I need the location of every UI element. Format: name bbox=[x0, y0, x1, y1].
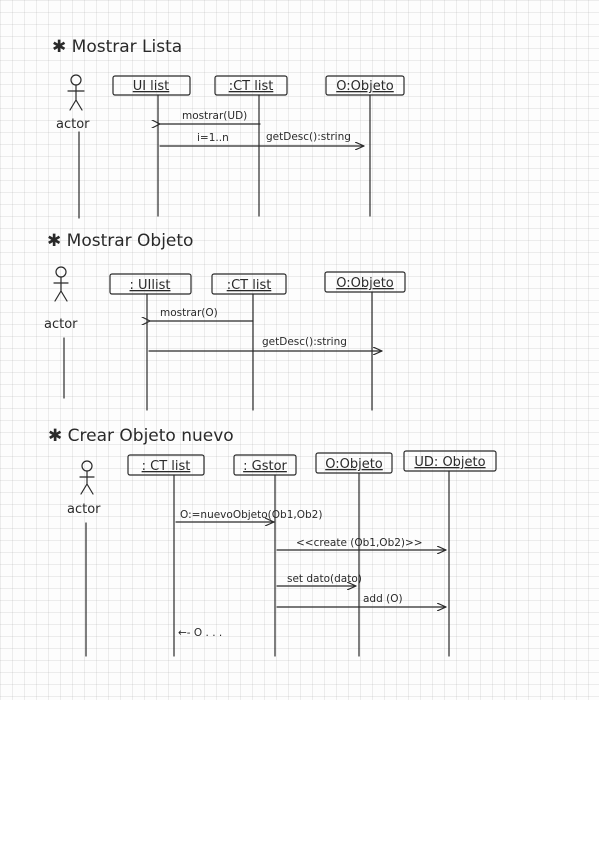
object-label: O:Objeto bbox=[325, 457, 383, 472]
object-box bbox=[112, 75, 191, 96]
object-label: O:Objeto bbox=[336, 79, 394, 94]
message-label: getDesc():string bbox=[266, 131, 351, 143]
object-box bbox=[214, 75, 288, 96]
object-box bbox=[324, 271, 406, 293]
message-label: <<create (Ob1,Ob2)>> bbox=[296, 537, 423, 549]
diagram-mostrar-lista: ✱ Mostrar Lista actor UI list :CT list O… bbox=[52, 37, 405, 219]
object-label: : UIlist bbox=[130, 278, 171, 293]
section-heading: ✱ Mostrar Lista bbox=[52, 37, 182, 57]
object-label: UI list bbox=[133, 79, 170, 94]
actor-figure bbox=[53, 266, 69, 302]
actor-figure bbox=[79, 460, 95, 495]
object-box bbox=[315, 452, 393, 474]
object-box bbox=[233, 454, 297, 476]
message-label: mostrar(O) bbox=[160, 307, 218, 319]
object-label: UD: Objeto bbox=[414, 455, 485, 470]
message-label: O:=nuevoObjeto(Ob1,Ob2) bbox=[180, 509, 322, 521]
diagram-crear-objeto-nuevo: ✱ Crear Objeto nuevo actor : CT list : G… bbox=[48, 426, 497, 657]
return-message-label: ←- O . . . bbox=[178, 627, 222, 639]
object-label: : Gstor bbox=[243, 459, 287, 474]
message-label: add (O) bbox=[363, 593, 403, 605]
object-label: O:Objeto bbox=[336, 276, 394, 291]
actor-label: actor bbox=[56, 117, 90, 132]
section-heading: ✱ Mostrar Objeto bbox=[47, 231, 193, 251]
object-box bbox=[403, 450, 497, 472]
section-heading: ✱ Crear Objeto nuevo bbox=[48, 426, 234, 446]
actor-label: actor bbox=[44, 317, 78, 332]
object-label: :CT list bbox=[229, 79, 274, 94]
object-box bbox=[211, 273, 287, 295]
message-label: i=1..n bbox=[197, 132, 229, 144]
actor-label: actor bbox=[67, 502, 101, 517]
object-box bbox=[127, 454, 205, 476]
message-label: getDesc():string bbox=[262, 336, 347, 348]
object-box bbox=[109, 273, 192, 295]
message-label: mostrar(UD) bbox=[182, 110, 247, 122]
message-label: set dato(dato) bbox=[287, 573, 362, 585]
object-box bbox=[325, 75, 405, 96]
object-label: : CT list bbox=[142, 459, 191, 474]
actor-figure bbox=[67, 74, 85, 111]
diagram-mostrar-objeto: ✱ Mostrar Objeto actor : UIlist :CT list… bbox=[44, 231, 406, 411]
object-label: :CT list bbox=[227, 278, 272, 293]
